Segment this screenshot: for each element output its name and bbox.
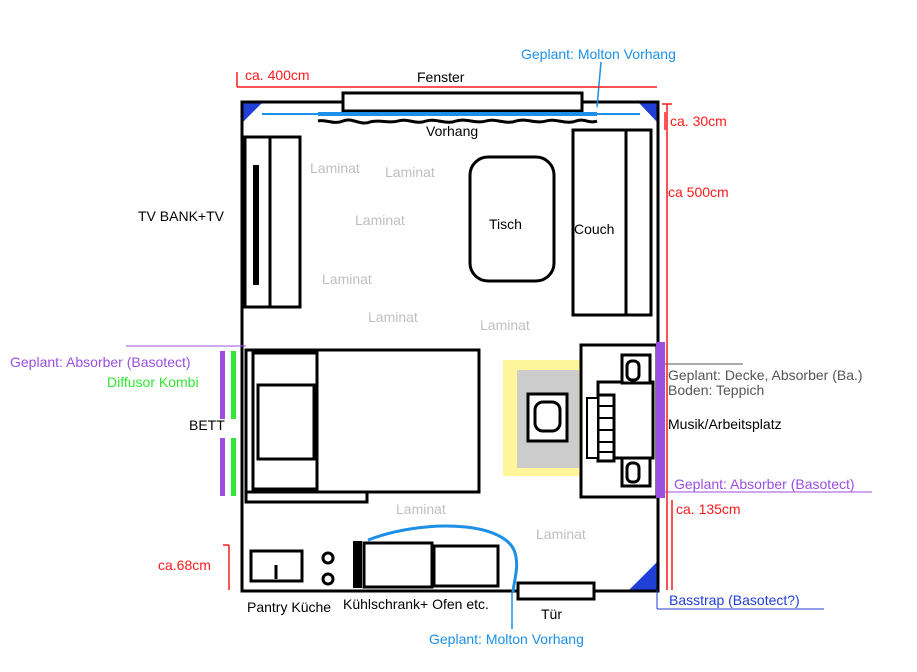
absorber-right-label: Geplant: Absorber (Basotect) xyxy=(674,476,855,492)
laminat-label: Laminat xyxy=(368,309,418,325)
bed-label: BETT xyxy=(189,417,225,433)
couch xyxy=(571,128,653,317)
curtain-plan-bottom-label: Geplant: Molton Vorhang xyxy=(429,631,584,647)
speaker-bottom-driver xyxy=(625,461,641,484)
diffusor-left-top xyxy=(231,351,236,419)
stove-burner xyxy=(321,551,335,565)
fridge xyxy=(362,541,434,589)
ceiling-plan-label: Geplant: Decke, Absorber (Ba.) xyxy=(668,367,863,383)
laminat-label: Laminat xyxy=(396,501,446,517)
pantry-dim-label: ca.68cm xyxy=(158,557,211,573)
door xyxy=(516,581,596,601)
absorber-left-top xyxy=(220,351,225,419)
stove-burner xyxy=(321,572,335,586)
tv-label: TV BANK+TV xyxy=(138,208,225,224)
monitor-stand xyxy=(586,397,599,459)
wall-dim-label: ca. 135cm xyxy=(676,501,741,517)
curtain-plan-top-label: Geplant: Molton Vorhang xyxy=(521,46,676,62)
door-label: Tür xyxy=(541,606,562,622)
fridge-edge xyxy=(353,541,362,588)
dimension-lines xyxy=(223,72,673,590)
music-label: Musik/Arbeitsplatz xyxy=(668,416,782,432)
bed-base xyxy=(244,490,369,504)
diffusor-label: Diffusor Kombi xyxy=(107,374,199,390)
laminat-label: Laminat xyxy=(536,526,586,542)
bass-trap-label: Basstrap (Basotect?) xyxy=(669,592,800,608)
couch-label: Couch xyxy=(574,221,614,237)
window-label: Fenster xyxy=(417,69,465,85)
curtain-label: Vorhang xyxy=(426,123,478,139)
absorber-left-bottom xyxy=(220,438,225,496)
laminat-label: Laminat xyxy=(322,271,372,287)
chair-seat xyxy=(533,400,562,433)
length-dim-label: ca 500cm xyxy=(668,184,729,200)
fridge-label: Kühlschrank+ Ofen etc. xyxy=(343,596,489,612)
speaker-top-driver xyxy=(625,359,641,382)
corner-bass-trap xyxy=(639,103,657,122)
table-label: Tisch xyxy=(489,216,522,232)
table xyxy=(468,155,556,283)
laminat-label: Laminat xyxy=(310,160,360,176)
tv xyxy=(253,165,259,285)
window xyxy=(341,91,584,113)
absorber-left-label: Geplant: Absorber (Basotect) xyxy=(10,354,191,370)
laminat-labels: Laminat Laminat Laminat Laminat Laminat … xyxy=(310,160,586,542)
corner-bass-trap xyxy=(629,562,657,590)
diffusor-left-bottom xyxy=(231,438,236,496)
absorber-right xyxy=(656,342,665,498)
corner-bass-trap xyxy=(243,103,262,122)
ceiling-dim-label: ca. 30cm xyxy=(670,113,727,129)
planned-curtain-kitchen xyxy=(367,524,519,593)
pantry-label: Pantry Küche xyxy=(247,599,331,615)
laminat-label: Laminat xyxy=(385,164,435,180)
width-dim-label: ca. 400cm xyxy=(245,67,310,83)
bed-pillow xyxy=(256,383,316,461)
laminat-label: Laminat xyxy=(355,212,405,228)
curtain-callout-line xyxy=(596,61,602,108)
laminat-label: Laminat xyxy=(480,317,530,333)
curtain xyxy=(317,118,598,125)
floor-label: Boden: Teppich xyxy=(668,382,764,398)
oven xyxy=(432,544,500,588)
